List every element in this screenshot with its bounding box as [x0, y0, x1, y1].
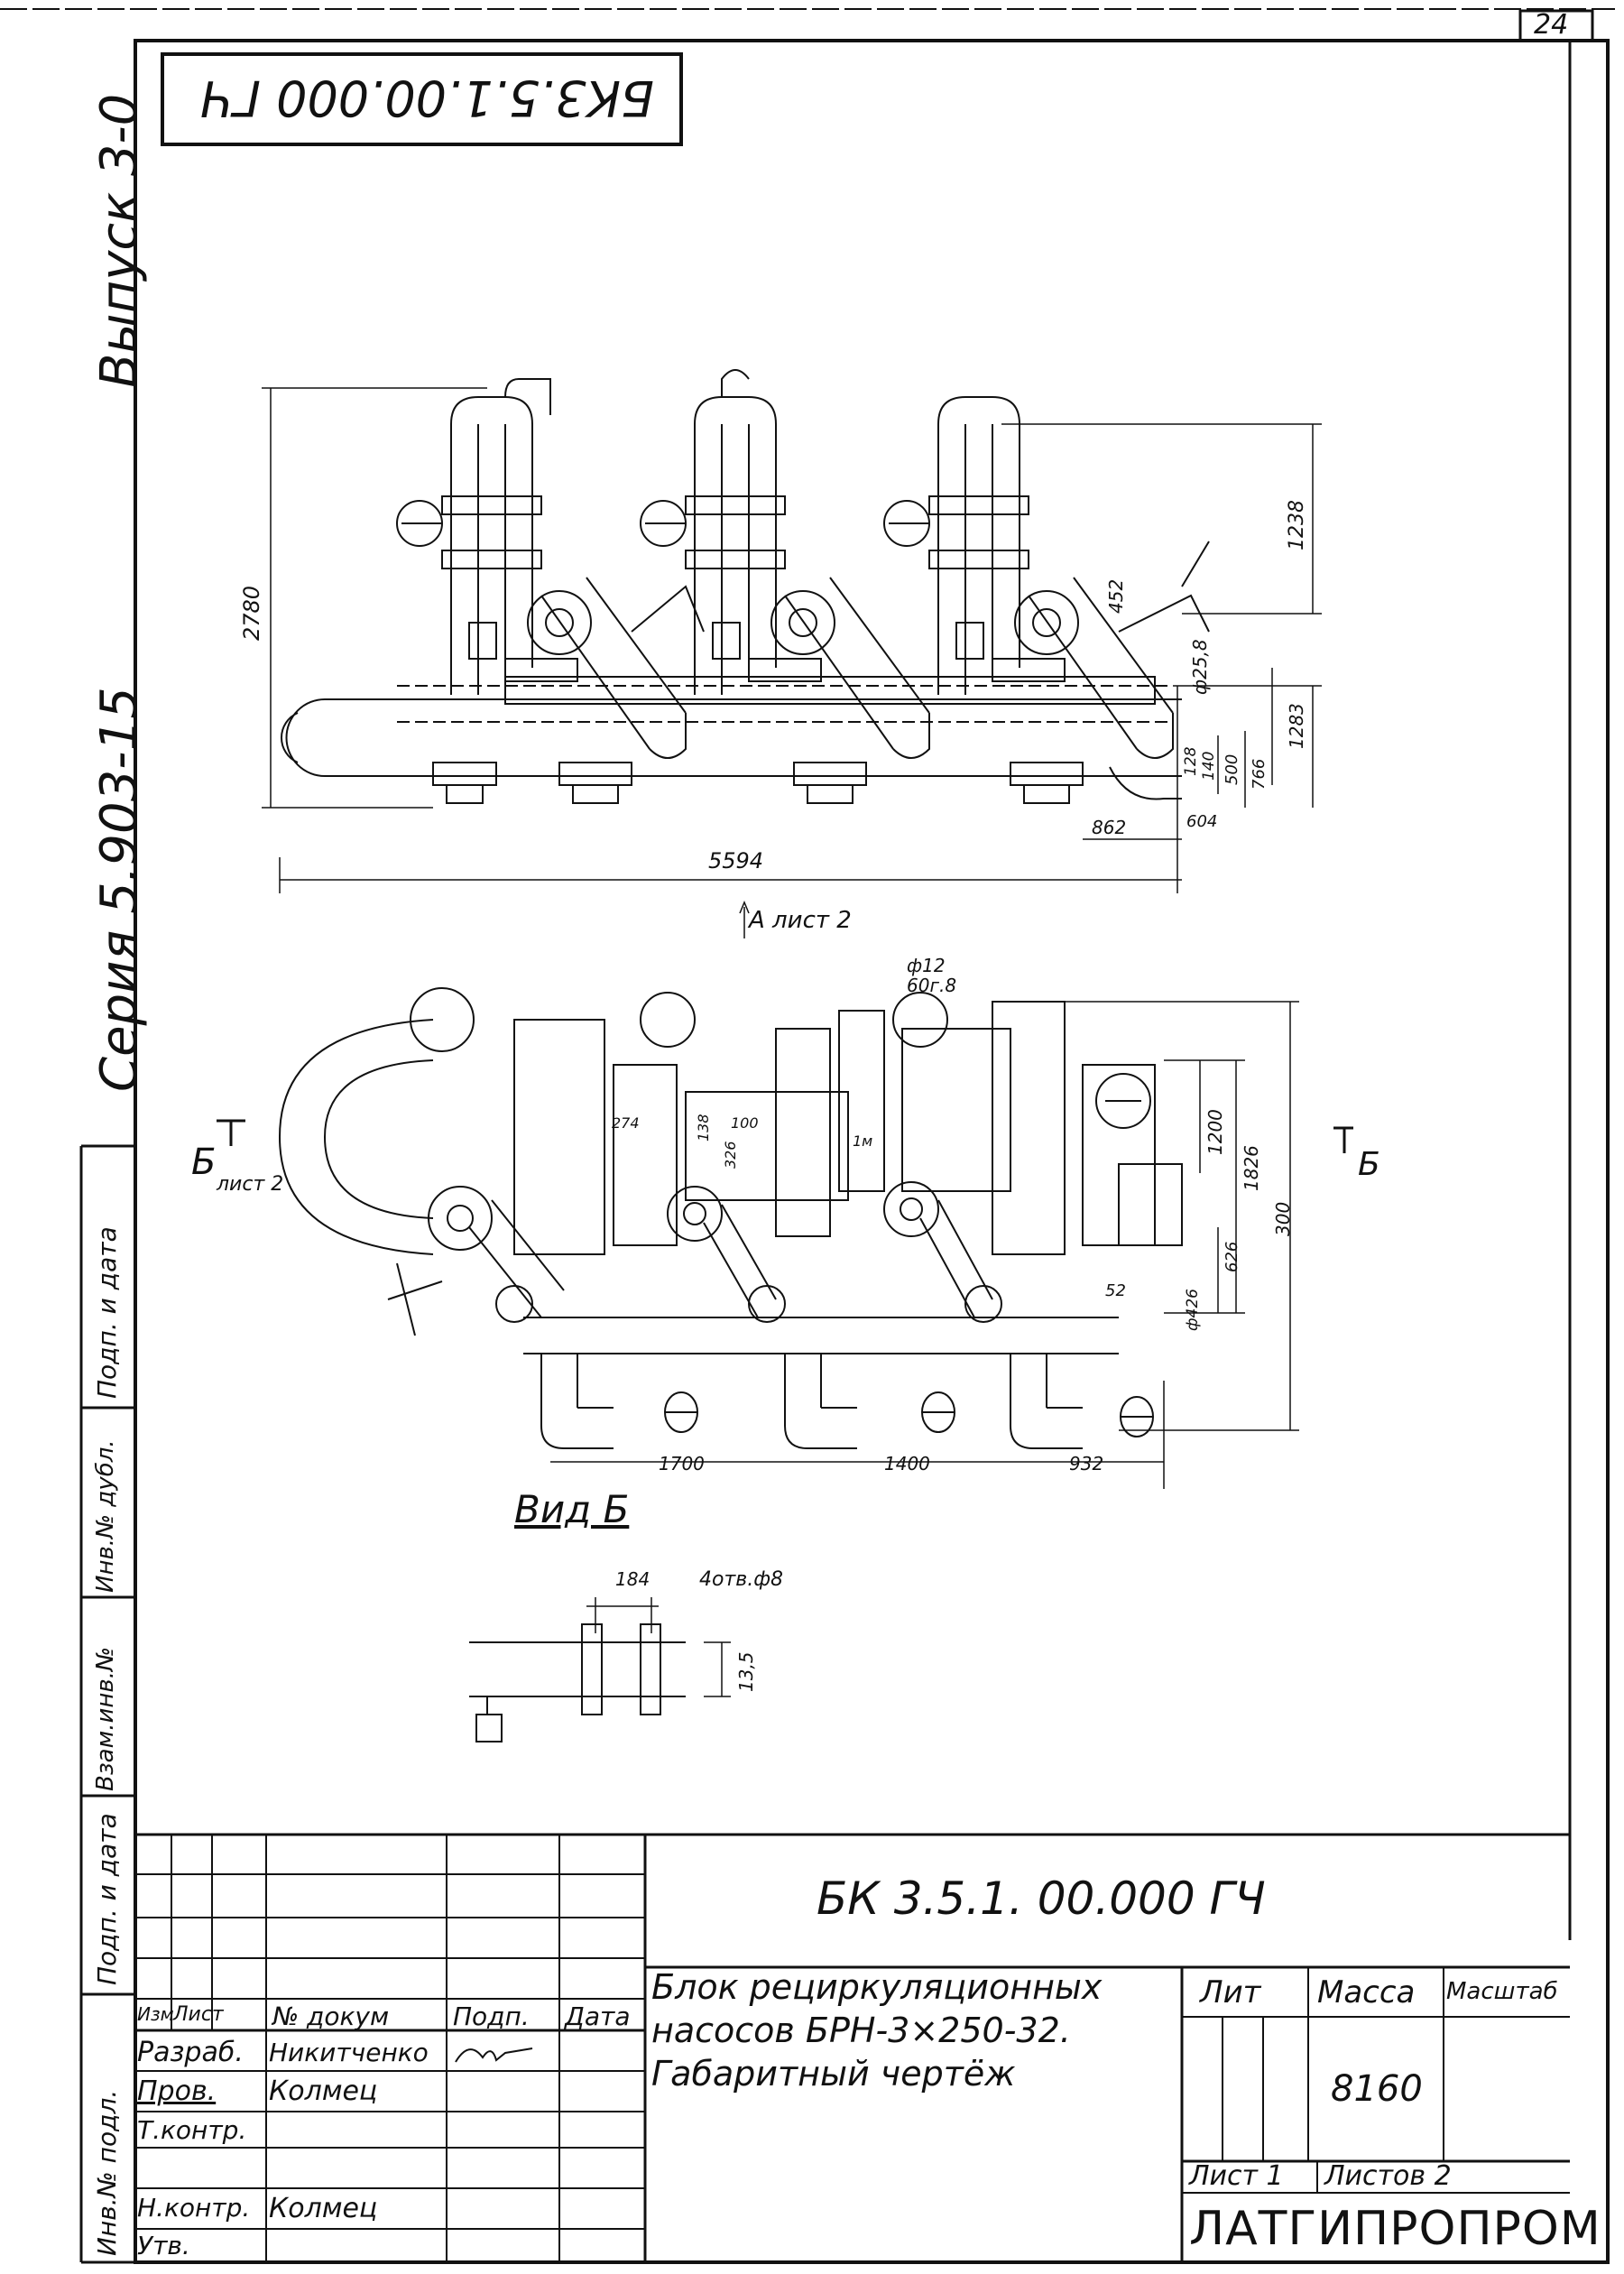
front-section-mark: А лист 2: [749, 907, 852, 934]
product-name-line-2: насосов БРН-3×250-32.: [651, 2011, 1071, 2050]
front-view-drawing: [262, 369, 1322, 938]
plan-dim-300: 300: [1272, 1201, 1294, 1236]
plan-dim-1826: 1826: [1241, 1145, 1262, 1191]
plan-dim-d426: ф426: [1184, 1289, 1202, 1331]
front-dim-2780: 2780: [239, 585, 264, 641]
plan-dim-1m: 1м: [853, 1132, 873, 1150]
signature: [455, 2048, 533, 2063]
mass-label: Масса: [1317, 1974, 1416, 2011]
front-dim-500: 500: [1223, 753, 1241, 785]
header-date: Дата: [565, 2001, 631, 2031]
front-dim-140: 140: [1200, 751, 1218, 781]
plan-dim-138: 138: [695, 1114, 712, 1142]
lit-label: Лит: [1200, 1974, 1261, 2011]
view-b-dim-135: 13,5: [735, 1651, 757, 1692]
plan-dim-100: 100: [731, 1114, 759, 1132]
plan-section-b-right: Б: [1358, 1146, 1380, 1183]
mass-value: 8160: [1331, 2068, 1423, 2110]
role-1-name: Никитченко: [269, 2038, 429, 2067]
margin-label-4: Подп. и дата: [92, 1813, 122, 1985]
mirrored-stamp-code: БК3.5.1.00.000 ГЧ: [199, 69, 654, 126]
front-dim-1283: 1283: [1286, 703, 1307, 749]
front-dim-d25: ф25,8: [1189, 639, 1211, 695]
plan-dim-1700: 1700: [659, 1453, 705, 1474]
view-b-holes: 4отв.ф8: [699, 1568, 784, 1591]
title-block-grid: [135, 1833, 1570, 2262]
role-2-name: Колмец: [269, 2075, 378, 2107]
product-name-line-1: Блок рециркуляционных: [651, 1967, 1103, 2007]
plan-dim-1200: 1200: [1204, 1109, 1226, 1155]
role-5: Н.контр.: [137, 2193, 251, 2223]
series-label: Серия 5.903-15: [90, 687, 149, 1092]
header-sign: Подп.: [453, 2001, 530, 2031]
margin-label-1: Подп. и дата: [92, 1226, 122, 1399]
plan-dim-626: 626: [1223, 1241, 1241, 1272]
role-6: Утв.: [137, 2231, 190, 2260]
sheets-label: Листов 2: [1324, 2160, 1452, 2192]
plan-view-drawing: [217, 987, 1353, 1489]
plan-section-b-left-note: лист 2: [217, 1173, 284, 1196]
front-dim-452: 452: [1105, 578, 1127, 614]
view-b-title: Вид Б: [514, 1487, 630, 1531]
front-dim-1238: 1238: [1286, 500, 1308, 550]
role-1: Разраб.: [137, 2037, 244, 2068]
sheet-label: Лист 1: [1189, 2160, 1284, 2192]
organization: ЛАТГИПРОПРОМ: [1189, 2202, 1601, 2256]
left-margin-columns: [79, 1144, 135, 2264]
role-5-name: Колмец: [269, 2193, 378, 2224]
plan-dim-326: 326: [722, 1141, 739, 1169]
front-dim-604: 604: [1186, 812, 1218, 831]
role-2: Пров.: [137, 2075, 217, 2107]
plan-section-b-left: Б: [191, 1142, 217, 1183]
front-dim-5594: 5594: [708, 848, 764, 874]
mirrored-stamp-box: [161, 52, 683, 146]
front-dim-766: 766: [1250, 758, 1269, 790]
sheet-number: 24: [1534, 9, 1569, 41]
view-b-dim-184: 184: [615, 1568, 651, 1590]
issue-label: Выпуск 3-0: [90, 93, 149, 388]
plan-dim-60g8: 60г.8: [907, 975, 957, 996]
margin-label-5: Инв.№ подл.: [92, 2089, 122, 2256]
plan-dim-274: 274: [612, 1114, 640, 1132]
front-dim-128: 128: [1182, 746, 1200, 776]
designation: БК 3.5.1. 00.000 ГЧ: [817, 1872, 1266, 1925]
plan-dim-1400: 1400: [884, 1453, 930, 1474]
plan-dim-d12: ф12: [907, 955, 946, 976]
margin-label-3: Взам.инв.№: [92, 1647, 119, 1791]
scale-label: Масштаб: [1446, 1978, 1558, 2005]
view-b-drawing: [469, 1597, 731, 1742]
header-list: Лист: [173, 2003, 224, 2026]
header-izm: Изм: [137, 2003, 174, 2025]
role-3: Т.контр.: [137, 2115, 247, 2145]
plan-dim-932: 932: [1069, 1453, 1104, 1474]
product-name-line-3: Габаритный чертёж: [651, 2054, 1016, 2094]
plan-dim-52: 52: [1105, 1281, 1126, 1300]
inner-frame: [134, 39, 1610, 2264]
header-doc: № докум: [272, 2001, 390, 2031]
front-dim-862: 862: [1092, 817, 1127, 838]
margin-label-2: Инв.№ дубл.: [92, 1439, 119, 1593]
